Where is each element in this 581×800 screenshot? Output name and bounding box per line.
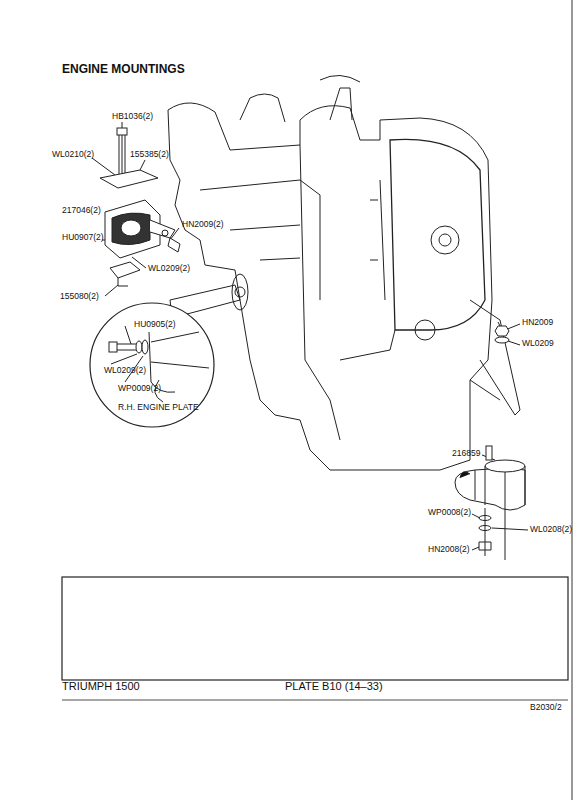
footer-text: B2030/2: [530, 703, 562, 712]
part-number: HU0905(2): [134, 320, 176, 329]
page-title: ENGINE MOUNTINGS: [62, 62, 185, 76]
part-number: 155080(2): [60, 292, 99, 301]
part-number: WP0009(2): [118, 384, 161, 393]
part-number: HU0907(2): [62, 233, 104, 242]
part-number: HN2009: [522, 318, 553, 327]
footer-text: TRIUMPH 1500: [62, 681, 140, 692]
part-number: WL0210(2): [52, 150, 94, 159]
inset-circle: HU0905(2) WL0209(2) WP0009(2) R.H. ENGINE P…: [89, 302, 215, 428]
inset-caption: R.H. ENGINE PLATE: [118, 403, 199, 412]
part-number: 217046(2): [62, 206, 101, 215]
part-number: WL0209: [522, 339, 554, 348]
part-number: WL0209(2): [148, 264, 190, 273]
part-number: HN2008(2): [428, 545, 470, 554]
part-number: WL0209(2): [104, 366, 146, 375]
part-number: WP0008(2): [428, 508, 471, 517]
part-number: WL0208(2): [530, 525, 572, 534]
part-number: 155385(2): [130, 150, 169, 159]
part-number: 216859: [452, 449, 480, 458]
footer-text: PLATE B10 (14–33): [285, 681, 383, 692]
part-number: HB1036(2): [112, 112, 153, 121]
part-number: HN2009(2): [182, 220, 224, 229]
